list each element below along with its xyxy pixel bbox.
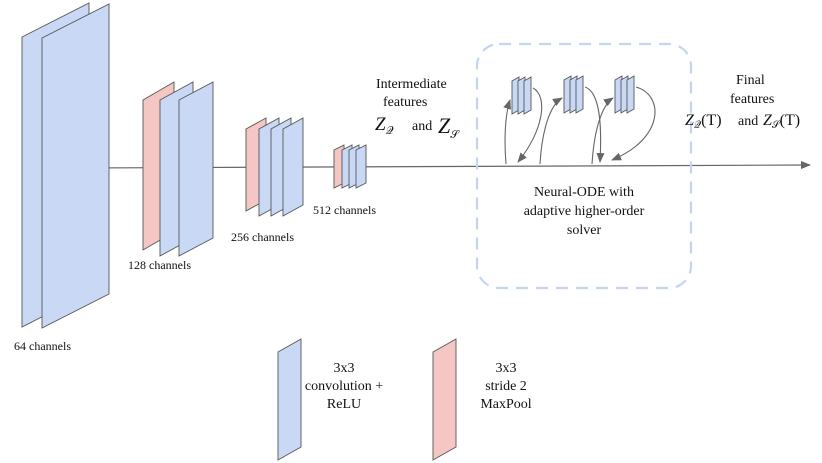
- intermediate-label-line2: features: [383, 95, 427, 110]
- ode-arrow-in-3: [591, 97, 614, 165]
- stage-256-label: 256 channels: [231, 230, 294, 244]
- ode-arrow-in-1: [503, 99, 511, 165]
- stage-128-block: [142, 81, 214, 257]
- stage-512-label: 512 channels: [313, 203, 376, 217]
- legend-conv-line1: 3x3: [334, 361, 355, 376]
- legend-conv-swatch: [277, 338, 302, 461]
- ode-arrow-out-1: [517, 87, 543, 163]
- node-label-line3: solver: [567, 223, 602, 238]
- intermediate-z-s: Z𝒮: [438, 113, 460, 141]
- ode-arrow-out-2: [584, 86, 605, 163]
- final-and: and: [738, 114, 758, 129]
- conv-layer: [41, 3, 110, 329]
- legend-pool-line1: 3x3: [496, 361, 517, 376]
- stage-128-label: 128 channels: [128, 258, 191, 272]
- stage-64-label: 64 channels: [14, 339, 71, 353]
- legend-pool-swatch: [432, 338, 457, 461]
- ode-block-3: [614, 75, 635, 114]
- final-label-line2: features: [730, 92, 774, 107]
- final-label-line1: Final: [736, 73, 765, 88]
- final-z-q-t: Z𝒬(T): [685, 112, 722, 131]
- stage-256-block: [245, 117, 304, 217]
- neural-ode-box: [475, 42, 693, 290]
- node-label-line1: Neural-ODE with: [534, 185, 634, 200]
- ode-block-2: [563, 75, 584, 114]
- ode-block-1: [511, 76, 532, 115]
- final-z-s-t: Z𝒮(T): [763, 112, 800, 131]
- legend-conv-line3: ReLU: [327, 397, 361, 412]
- intermediate-label-line1: Intermediate: [376, 77, 447, 92]
- intermediate-and: and: [412, 119, 432, 134]
- node-label-line2: adaptive higher-order: [524, 204, 645, 219]
- conv-layer: [282, 117, 304, 217]
- conv-layer: [575, 75, 584, 114]
- intermediate-z-q: Z𝒬: [375, 114, 394, 137]
- stage-64-block: [21, 2, 110, 329]
- conv-layer: [355, 144, 367, 189]
- legend-pool-line2: stride 2: [485, 379, 527, 394]
- stage-512-block: [333, 144, 367, 189]
- conv-layer: [626, 75, 635, 114]
- conv-layer: [523, 76, 532, 115]
- conv-layer: [178, 81, 214, 257]
- legend-pool-line3: MaxPool: [480, 397, 531, 412]
- legend-conv-line2: convolution +: [305, 379, 383, 394]
- ode-arrow-out-3: [611, 86, 656, 161]
- ode-arrow-in-2: [539, 97, 563, 165]
